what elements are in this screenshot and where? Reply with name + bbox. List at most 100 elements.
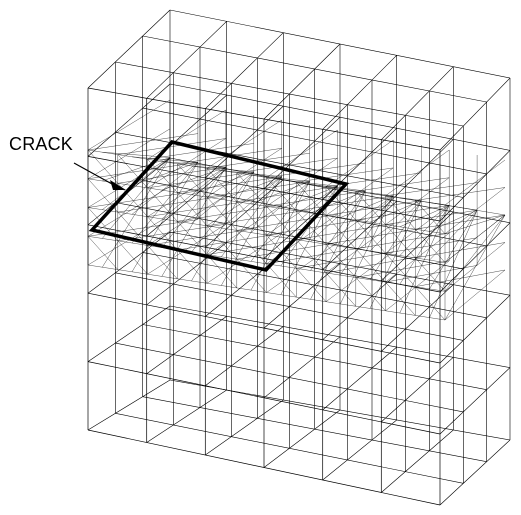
depth-line	[205, 399, 284, 456]
mesh-line	[236, 230, 267, 236]
depth-line	[439, 367, 511, 435]
depth-line	[381, 429, 454, 493]
depth-line	[146, 242, 227, 306]
mesh-line	[415, 286, 446, 292]
mesh-line	[325, 195, 394, 245]
mesh-line	[296, 210, 327, 216]
mesh-line	[385, 253, 416, 287]
mesh-line	[102, 157, 171, 268]
mesh-line	[147, 171, 254, 189]
mesh-line	[236, 157, 338, 174]
mesh-line	[87, 236, 118, 241]
mesh-line	[355, 205, 450, 221]
mesh-line	[250, 181, 310, 205]
mesh-line	[325, 244, 356, 249]
mesh-line	[385, 281, 416, 287]
mesh-line	[206, 176, 282, 226]
mesh-line	[325, 228, 422, 245]
depth-line	[381, 284, 454, 352]
mesh-line	[117, 240, 148, 246]
mesh-line	[296, 268, 327, 302]
mesh-line	[206, 119, 282, 169]
mesh-line	[206, 254, 237, 289]
depth-line	[322, 200, 397, 270]
mesh-line	[444, 204, 506, 216]
mesh-line	[296, 167, 394, 183]
mesh-line	[266, 162, 366, 178]
mesh-line	[444, 214, 506, 292]
mesh-line	[147, 224, 226, 275]
mesh-line	[161, 166, 226, 248]
mesh-line	[266, 246, 366, 264]
mesh-line	[206, 204, 282, 255]
mesh-line	[87, 149, 118, 184]
mesh-line	[87, 190, 198, 208]
mesh-line	[206, 254, 237, 260]
mesh-line	[266, 292, 297, 298]
refined-mesh	[87, 99, 506, 321]
mesh-line	[444, 269, 506, 321]
mesh-line	[236, 230, 267, 264]
mesh-line	[385, 224, 416, 259]
mesh-line	[236, 201, 267, 207]
mesh-line	[206, 168, 237, 202]
depth-line	[205, 105, 284, 179]
mesh-line	[369, 200, 422, 252]
mesh-line	[147, 216, 178, 251]
mesh-line	[147, 245, 178, 279]
mesh-line	[355, 248, 386, 283]
mesh-line	[236, 201, 267, 236]
mesh-line	[355, 232, 450, 249]
mesh-line	[385, 224, 416, 230]
mesh-line	[177, 278, 208, 284]
mesh-line	[206, 196, 237, 231]
mesh-line	[87, 236, 118, 270]
mesh-line	[206, 196, 237, 202]
mesh-line	[87, 157, 171, 208]
mesh-line	[191, 171, 254, 224]
mesh-line	[340, 195, 394, 276]
mesh-line	[250, 181, 310, 262]
mesh-line	[161, 167, 226, 277]
mesh-line	[87, 128, 171, 179]
mesh-line	[429, 210, 478, 261]
mesh-line	[177, 204, 282, 222]
front-hline	[87, 156, 441, 222]
mesh-line	[117, 224, 226, 241]
mesh-line	[266, 234, 297, 240]
mesh-line	[147, 143, 254, 160]
mesh-line	[444, 214, 506, 321]
mesh-line	[355, 177, 450, 192]
mesh-line	[325, 215, 356, 221]
mesh-line	[310, 184, 366, 192]
mesh-line	[191, 171, 254, 253]
mesh-line	[355, 248, 386, 254]
mesh-line	[206, 153, 310, 169]
mesh-line	[221, 176, 282, 286]
mesh-line	[191, 165, 254, 173]
mesh-line	[191, 171, 254, 281]
mesh-line	[147, 109, 226, 160]
mesh-line	[325, 167, 394, 216]
mesh-line	[325, 223, 394, 274]
mesh-line	[102, 157, 171, 239]
depth-line	[439, 439, 511, 506]
mesh-line	[236, 287, 267, 293]
front-hline	[87, 429, 441, 506]
mesh-line	[296, 239, 327, 245]
mesh-line	[355, 219, 386, 225]
crack-label: CRACK	[9, 134, 74, 154]
depth-line	[381, 357, 454, 423]
depth-line	[146, 21, 227, 99]
mesh-line	[415, 229, 446, 234]
mesh-line	[206, 225, 237, 231]
mesh-line	[355, 277, 386, 283]
mesh-line	[266, 206, 297, 240]
mesh-line	[429, 210, 478, 318]
front-hline	[87, 292, 441, 364]
mesh-line	[266, 190, 366, 207]
mesh-line	[325, 215, 356, 249]
mesh-line	[325, 139, 394, 187]
mesh-line	[385, 177, 450, 225]
mesh-line	[206, 225, 237, 260]
